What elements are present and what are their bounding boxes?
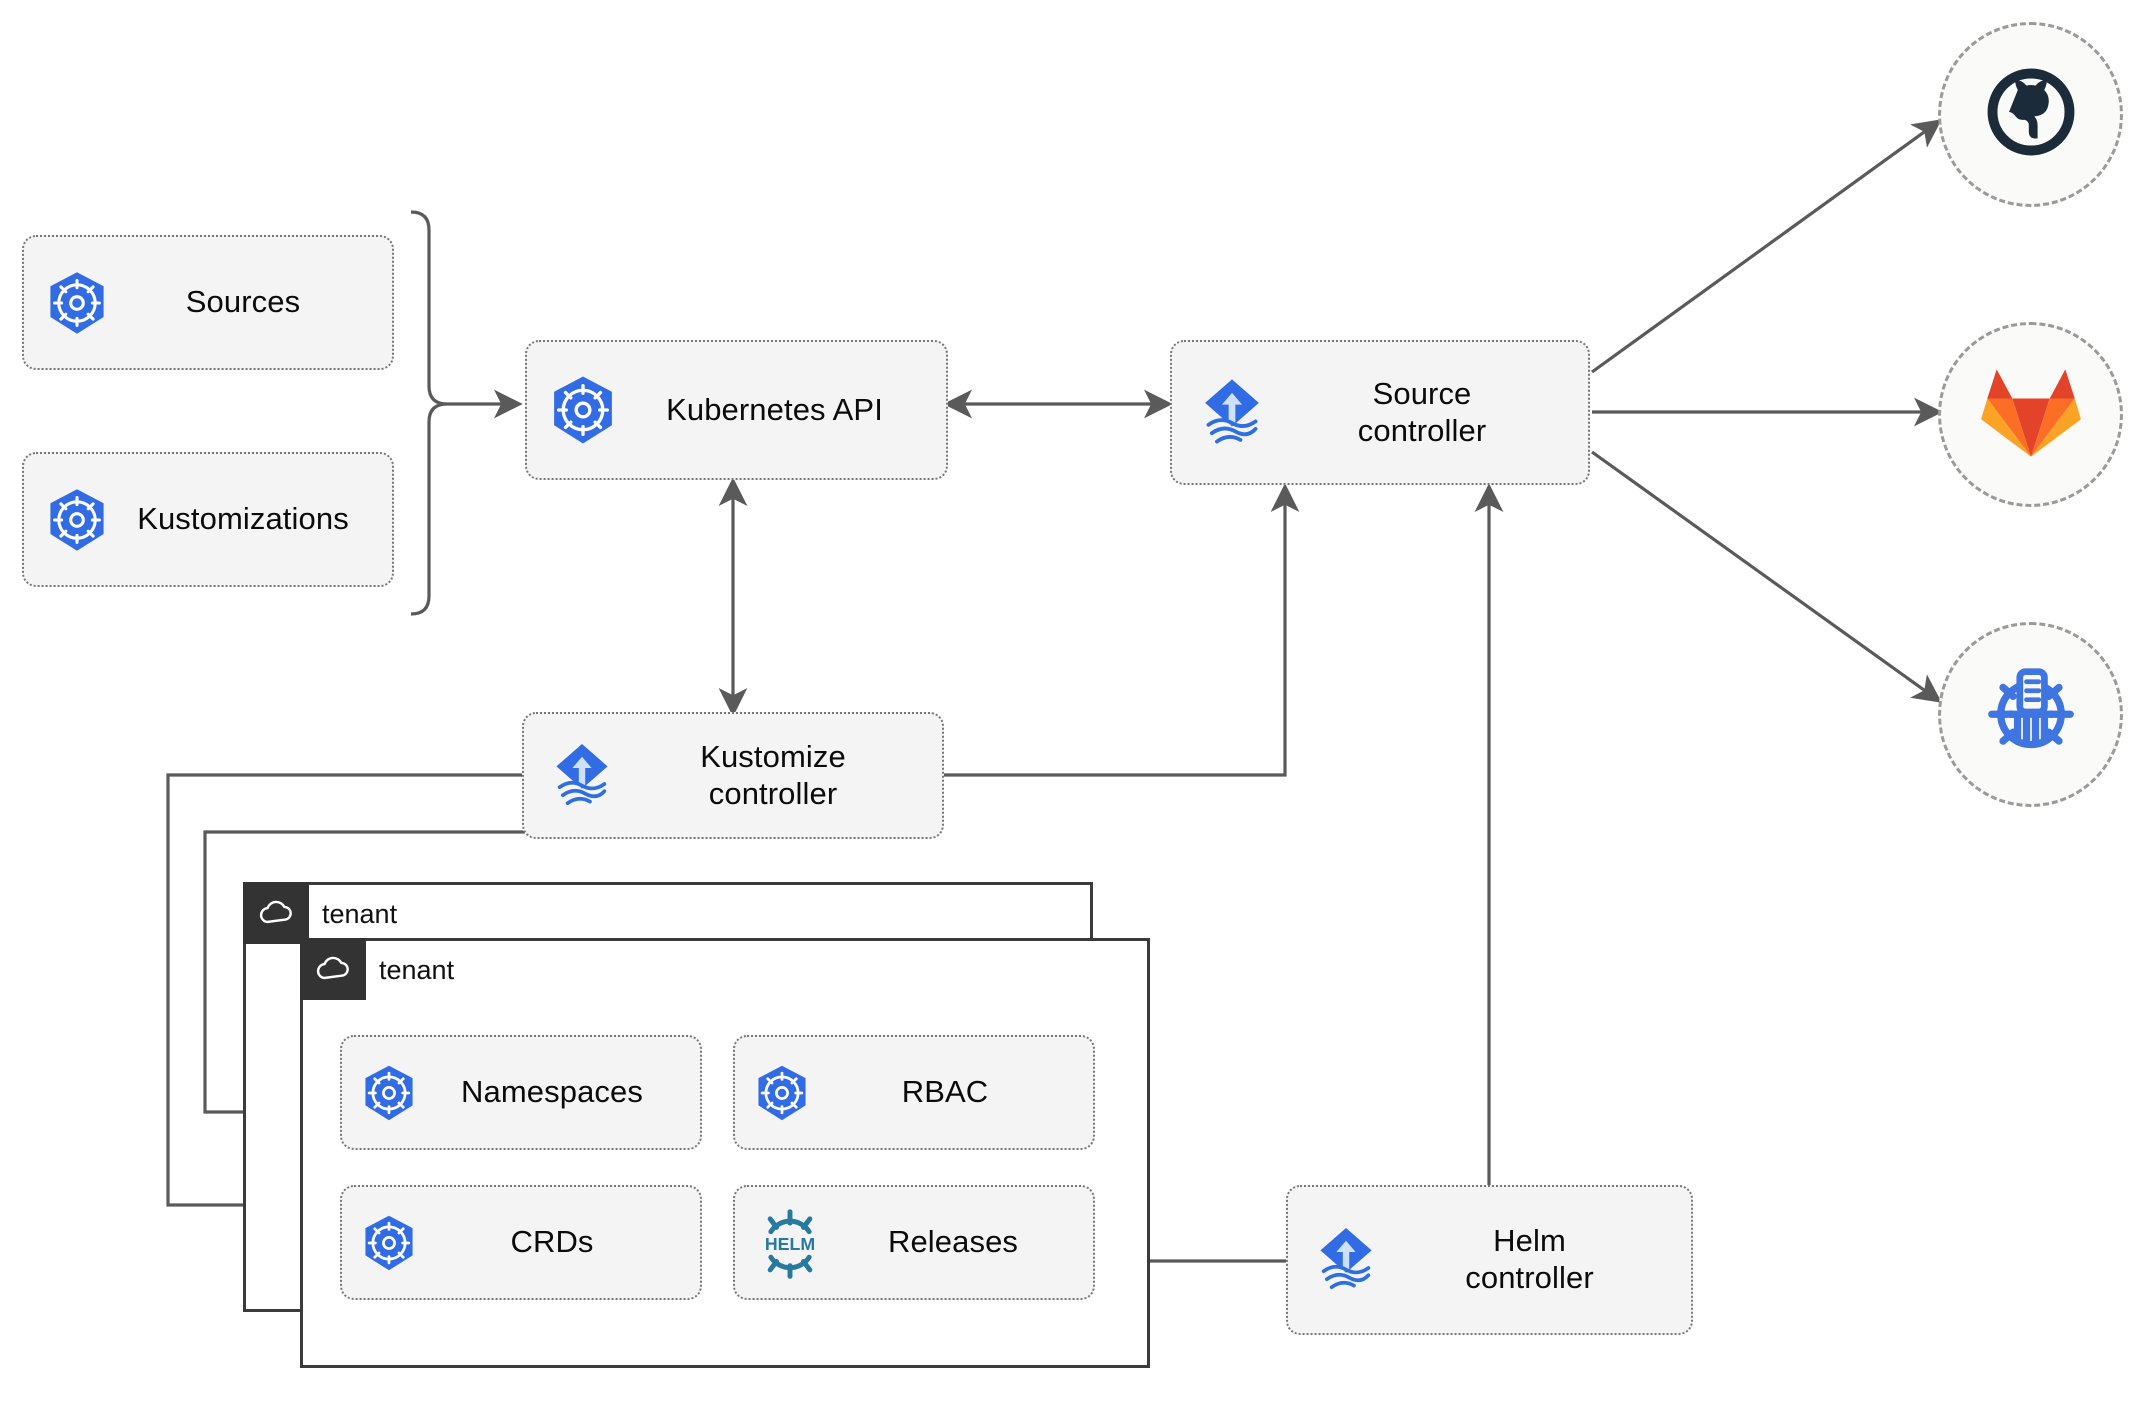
kubernetes-icon [42,485,112,555]
node-sources[interactable]: Sources [22,235,394,370]
cloud-icon [243,882,309,944]
repo-github[interactable] [1938,22,2123,207]
flux-icon [1190,371,1274,455]
gitlab-icon [1979,363,2083,466]
node-namespaces[interactable]: Namespaces [340,1035,702,1150]
node-label: Helm controller [1465,1223,1594,1295]
tenant-label: tenant [379,955,455,985]
node-kustomizations[interactable]: Kustomizations [22,452,394,587]
node-label: Source controller [1357,375,1487,448]
node-kubernetes-api[interactable]: Kubernetes API [525,340,948,480]
node-label: Kubernetes API [666,391,883,427]
node-crds[interactable]: CRDs [340,1185,702,1300]
node-releases[interactable]: HELM Releases [733,1185,1095,1300]
helm-repository-icon [1975,656,2087,773]
kubernetes-icon [358,1062,420,1124]
node-label: Kustomize controller [700,738,846,811]
node-label: RBAC [901,1074,989,1110]
flux-icon [1306,1220,1386,1300]
repo-gitlab[interactable] [1938,322,2123,507]
flux-icon [542,736,622,816]
node-label: Namespaces [461,1074,643,1110]
node-label: Kustomizations [137,501,349,537]
node-label: Sources [185,284,301,320]
node-helm-controller[interactable]: Helm controller [1286,1185,1693,1335]
repo-helm-repository[interactable] [1938,622,2123,807]
github-icon [1976,57,2086,172]
node-label: Releases [887,1224,1019,1260]
tenant-container-front[interactable]: tenant [300,938,1150,1368]
node-label: CRDs [510,1224,594,1260]
tenant-label: tenant [322,899,398,929]
cloud-icon [300,938,366,1000]
node-rbac[interactable]: RBAC [733,1035,1095,1150]
svg-text:HELM: HELM [765,1234,815,1254]
node-source-controller[interactable]: Source controller [1170,340,1590,485]
helm-icon: HELM [751,1206,829,1280]
node-kustomize-controller[interactable]: Kustomize controller [522,712,944,839]
kubernetes-icon [42,268,112,338]
kubernetes-icon [358,1212,420,1274]
kubernetes-icon [751,1062,813,1124]
kubernetes-icon [545,372,621,448]
